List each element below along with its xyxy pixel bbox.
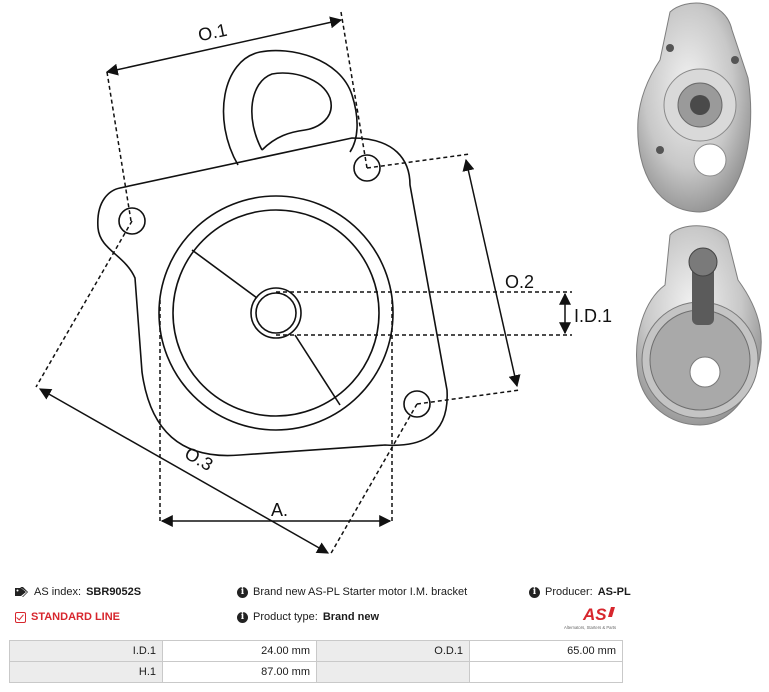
svg-text:Alternators, Starters & Parts: Alternators, Starters & Parts xyxy=(564,625,616,630)
od2-dimension xyxy=(462,158,521,388)
spec-value: 24.00 mm xyxy=(162,640,317,662)
bracket-technical-drawing: O.1 O.2 O.3 A. I.D.1 xyxy=(35,11,612,556)
product-type-value: Brand new xyxy=(322,611,380,623)
inner-ring xyxy=(172,209,380,417)
top-loop-inner xyxy=(251,72,332,151)
bore-inner xyxy=(255,292,297,334)
spec-value: 65.00 mm xyxy=(469,640,623,662)
spec-label xyxy=(316,661,470,683)
spec-label: H.1 xyxy=(9,661,163,683)
table-row: I.D.1 24.00 mm O.D.1 65.00 mm xyxy=(9,640,623,662)
as-index-label: AS index: xyxy=(34,586,82,598)
a-label: A. xyxy=(271,500,288,520)
description-text: Brand new AS-PL Starter motor I.M. brack… xyxy=(253,586,468,598)
top-loop-outer xyxy=(222,49,358,166)
producer: i Producer: AS-PL xyxy=(529,586,631,598)
as-index-value: SBR9052S xyxy=(86,586,142,598)
table-row: H.1 87.00 mm xyxy=(9,661,623,683)
spec-value: 87.00 mm xyxy=(162,661,317,683)
bracket-back-photo xyxy=(636,225,762,426)
hole-left xyxy=(118,207,146,235)
bore-outer xyxy=(250,287,302,339)
info-icon: i xyxy=(237,586,248,598)
od1-dimension xyxy=(105,16,343,76)
as-index: AS index: SBR9052S xyxy=(15,586,141,598)
standard-line-text: STANDARD LINE xyxy=(31,611,121,623)
description: i Brand new AS-PL Starter motor I.M. bra… xyxy=(237,586,467,598)
product-type: i Product type: Brand new xyxy=(237,611,379,623)
producer-value: AS-PL xyxy=(597,586,631,598)
specs-table: I.D.1 24.00 mm O.D.1 65.00 mm H.1 87.00 … xyxy=(9,640,623,683)
bracket-outline xyxy=(97,137,448,457)
id1-label: I.D.1 xyxy=(574,306,612,326)
product-photos xyxy=(636,2,762,426)
hole-top-right xyxy=(353,154,381,182)
checkbox-icon xyxy=(15,611,26,623)
spec-label: I.D.1 xyxy=(9,640,163,662)
svg-text:AS: AS xyxy=(582,605,607,624)
od2-label: O.2 xyxy=(505,272,534,292)
bracket-front-photo xyxy=(637,2,752,213)
od3-dimension xyxy=(38,388,330,554)
outer-ring xyxy=(158,195,394,431)
product-type-label: Product type: xyxy=(253,611,318,623)
producer-label: Producer: xyxy=(545,586,593,598)
spec-value xyxy=(469,661,623,683)
od3-label: O.3 xyxy=(181,443,216,475)
as-pl-logo: AS Alternators, Starters & Parts xyxy=(564,605,616,630)
spec-label: O.D.1 xyxy=(316,640,470,662)
od1-label: O.1 xyxy=(196,20,229,46)
info-icon: i xyxy=(237,611,248,623)
product-info: AS index: SBR9052S i Brand new AS-PL Sta… xyxy=(15,586,631,634)
tag-icon xyxy=(15,587,28,597)
hole-bottom-right xyxy=(403,390,431,418)
standard-line: STANDARD LINE xyxy=(15,611,120,623)
info-icon: i xyxy=(529,586,540,598)
